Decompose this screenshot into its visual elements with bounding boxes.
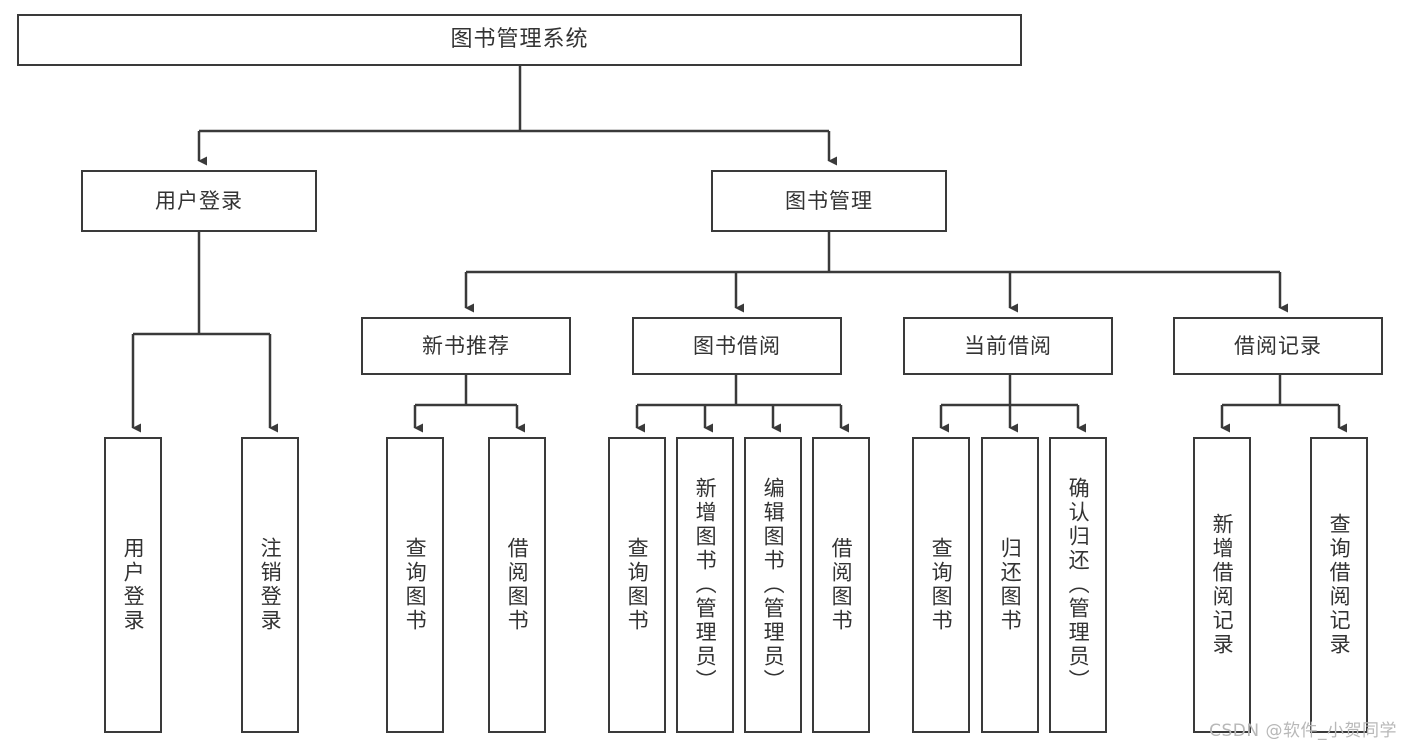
node-book-management-system[interactable]: 图书管理系统 — [17, 14, 1022, 66]
leaf-book-borrow-lend[interactable]: 借阅图书 — [812, 437, 870, 733]
node-label: 编辑图书（管理员） — [761, 477, 786, 693]
node-label: 用户登录 — [121, 537, 146, 633]
node-label: 图书管理 — [785, 188, 873, 213]
node-book-borrow[interactable]: 图书借阅 — [632, 317, 842, 375]
leaf-user-login-signin[interactable]: 用户登录 — [104, 437, 162, 733]
leaf-book-borrow-edit[interactable]: 编辑图书（管理员） — [744, 437, 802, 733]
node-label: 确认归还（管理员） — [1066, 477, 1091, 693]
node-label: 借阅图书 — [829, 537, 854, 633]
leaf-new-book-borrow[interactable]: 借阅图书 — [488, 437, 546, 733]
node-label: 注销登录 — [258, 537, 283, 633]
node-label: 新增借阅记录 — [1210, 513, 1235, 657]
node-label: 借阅记录 — [1234, 333, 1322, 358]
leaf-book-borrow-query[interactable]: 查询图书 — [608, 437, 666, 733]
node-label: 归还图书 — [998, 537, 1023, 633]
node-label: 图书借阅 — [693, 333, 781, 358]
node-label: 查询图书 — [929, 537, 954, 633]
leaf-current-borrow-query[interactable]: 查询图书 — [912, 437, 970, 733]
node-label: 查询图书 — [625, 537, 650, 633]
node-label: 用户登录 — [155, 188, 243, 213]
node-label: 新增图书（管理员） — [693, 477, 718, 693]
node-label: 借阅图书 — [505, 537, 530, 633]
leaf-current-borrow-return[interactable]: 归还图书 — [981, 437, 1039, 733]
node-label: 新书推荐 — [422, 333, 510, 358]
leaf-borrow-record-query[interactable]: 查询借阅记录 — [1310, 437, 1368, 733]
node-label: 查询图书 — [403, 537, 428, 633]
node-label: 当前借阅 — [964, 333, 1052, 358]
node-label: 图书管理系统 — [450, 27, 589, 53]
leaf-current-borrow-confirm[interactable]: 确认归还（管理员） — [1049, 437, 1107, 733]
leaf-borrow-record-add[interactable]: 新增借阅记录 — [1193, 437, 1251, 733]
leaf-book-borrow-add[interactable]: 新增图书（管理员） — [676, 437, 734, 733]
node-borrow-record[interactable]: 借阅记录 — [1173, 317, 1383, 375]
node-label: 查询借阅记录 — [1327, 513, 1352, 657]
leaf-new-book-query[interactable]: 查询图书 — [386, 437, 444, 733]
node-new-book-recommend[interactable]: 新书推荐 — [361, 317, 571, 375]
node-user-login[interactable]: 用户登录 — [81, 170, 317, 232]
node-book-management[interactable]: 图书管理 — [711, 170, 947, 232]
node-current-borrow[interactable]: 当前借阅 — [903, 317, 1113, 375]
leaf-user-login-signout[interactable]: 注销登录 — [241, 437, 299, 733]
